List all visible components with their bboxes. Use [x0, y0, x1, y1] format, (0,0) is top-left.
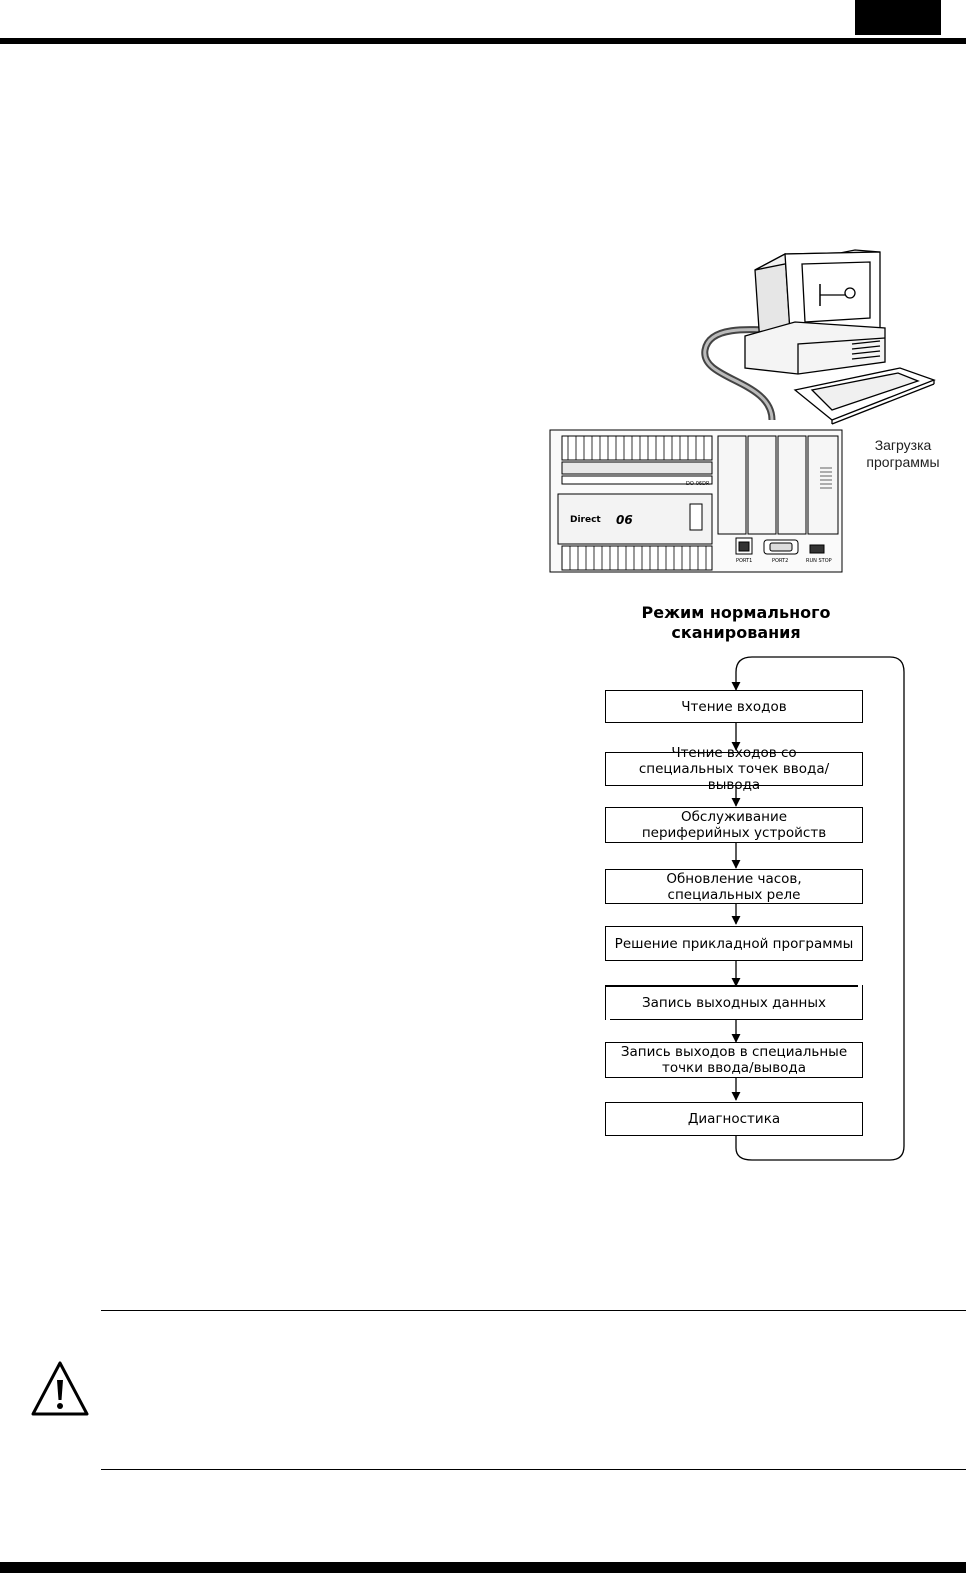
step-write-special-io: Запись выходов в специальные точки ввода… — [605, 1042, 863, 1078]
warning-top-rule — [101, 1310, 966, 1311]
footer-rule — [0, 1562, 966, 1573]
svg-text:DO-06DR: DO-06DR — [686, 481, 710, 487]
page-tab-box — [855, 0, 941, 35]
svg-text:RUN STOP: RUN STOP — [806, 558, 832, 564]
step-diagnostics: Диагностика — [605, 1102, 863, 1136]
feedback-loop-arrow — [731, 656, 905, 1161]
run-stop-switch — [809, 544, 825, 554]
step-service-peripherals: Обслуживание периферийных устройств — [605, 807, 863, 843]
step-write-outputs: Запись выходных данных — [605, 985, 863, 1020]
svg-text:PORT2: PORT2 — [772, 558, 788, 564]
step-read-special-io: Чтение входов со специальных точек ввода… — [605, 745, 863, 793]
plc-brand-label: Direct — [570, 515, 601, 525]
plc-computer-illustration: Direct 06 DO-06DR PORT1 — [549, 249, 936, 573]
flowchart-connectors — [731, 656, 905, 1161]
svg-text:PORT1: PORT1 — [736, 558, 752, 564]
step-solve-program: Решение прикладной программы — [605, 926, 863, 961]
step-read-inputs: Чтение входов — [605, 690, 863, 723]
warning-bottom-rule — [101, 1469, 966, 1470]
header-rule — [0, 38, 966, 44]
plc-model-label: 06 — [616, 513, 633, 527]
step-update-clock-relays: Обновление часов, специальных реле — [605, 869, 863, 904]
warning-triangle-icon — [31, 1361, 89, 1416]
flowchart-title: Режим нормального сканирования — [641, 603, 831, 642]
computer-icon — [744, 249, 936, 425]
plc-icon: Direct 06 DO-06DR PORT1 — [549, 429, 843, 573]
upload-program-label: Загрузка программы — [866, 437, 940, 470]
